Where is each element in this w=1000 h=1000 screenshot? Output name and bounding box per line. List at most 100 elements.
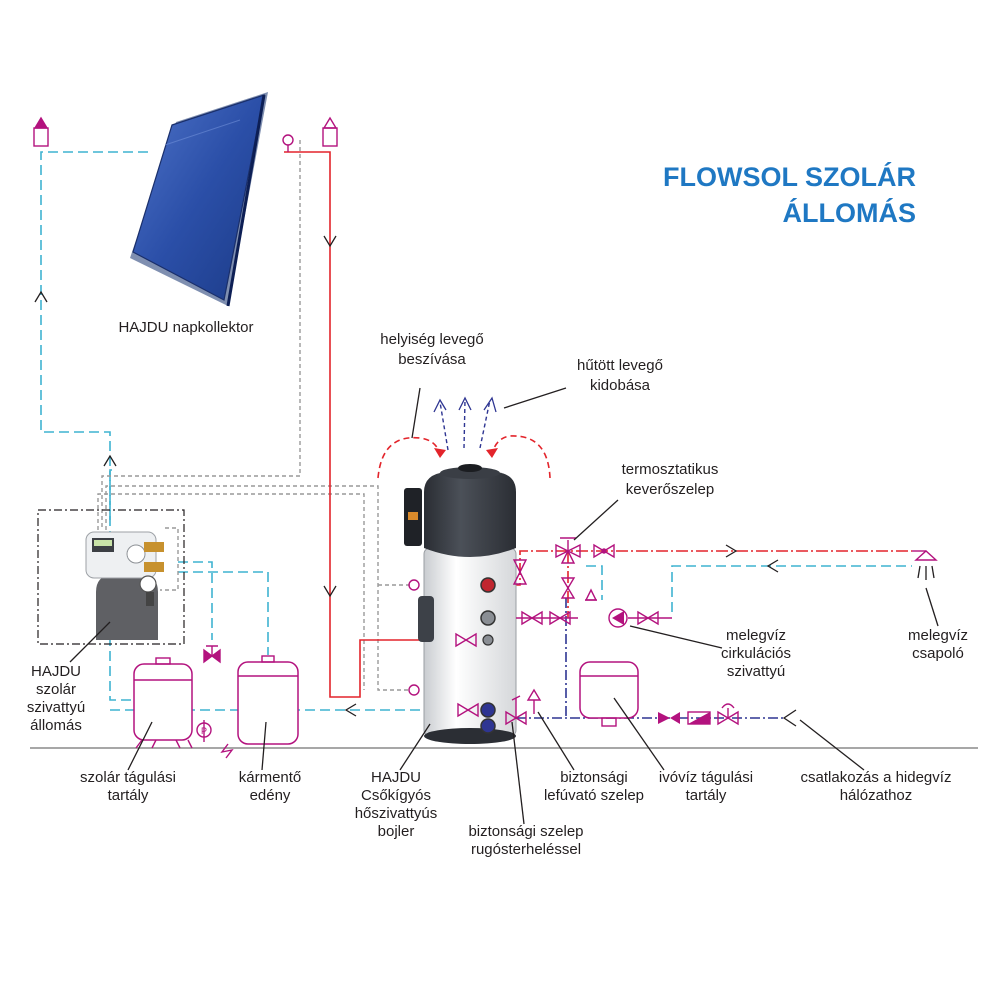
solar-exp-label: tartály [108,787,149,804]
ball-valve-icon [593,543,615,559]
leader-sludge [261,721,267,771]
tap-label: melegvíz [908,627,968,644]
arrowhead [458,396,472,411]
safety-valve-label: rugósterheléssel [471,841,581,858]
sludge-label: kármentő [239,769,302,786]
non-return-valve-icon [658,712,680,724]
hot-water-pipe [490,550,912,586]
leader-air-out [503,387,567,409]
solar-expansion-tank [133,657,193,749]
flow-arrow-left-icon [344,703,357,717]
flow-arrow-down-icon [323,585,337,598]
circ-pump-label: melegvíz [726,627,786,644]
circulation-pump-icon [608,608,628,628]
solar-collector [130,92,268,307]
flow-arrow-right-icon [725,544,738,558]
air-intake-arrow-left-icon [377,436,441,479]
sensor-cable-collector [101,140,301,530]
flow-arrow-left-icon [782,709,797,727]
leader-station [69,621,111,663]
sensor-icon [282,134,294,152]
blow-off-valve-icon [526,688,542,714]
sensor-cable-boiler-4 [160,527,179,591]
blowoff-label: lefúvató szelep [544,787,644,804]
drink-exp-label: ivóvíz tágulási [659,769,753,786]
sludge-vessel [237,655,299,745]
mixing-valve-label: termosztatikus [622,461,719,478]
air-vent-icon [322,116,338,147]
vertical-valve-icon [560,577,576,599]
leader-air-in [411,387,421,439]
valve-icon [457,702,479,718]
check-valve-icon [512,559,528,585]
air-in-label: beszívása [398,351,466,368]
diagram-title-line2: ÁLLOMÁS [783,197,916,228]
mixing-valve-label: keverőszelep [626,481,714,498]
flow-arrow-up-icon [34,290,48,303]
pressure-gauge-icon: P [196,720,212,742]
air-in-label: helyiség levegő [380,331,483,348]
boiler-label: bojler [378,823,415,840]
arrowhead [433,398,447,413]
collector-label: HAJDU napkollektor [118,319,253,336]
drinking-expansion-tank [579,661,639,727]
cold-conn-label: csatlakozás a hidegvíz [801,769,952,786]
flow-arrow-down-icon [323,235,337,248]
circulation-cyan-pipe [586,565,603,600]
flow-arrow-up-icon [103,454,117,467]
stop-valve-icon [717,703,739,726]
hot-return-cyan-pipe [671,565,912,612]
boiler-label: HAJDU [371,769,421,786]
arrowhead [483,396,497,413]
diagram-title-line1: FLOWSOL SZOLÁR [663,161,916,192]
cold-air-outlet-arrows-icon [439,399,491,451]
station-label: szolár [36,681,76,698]
drink-exp-label: tartály [686,787,727,804]
station-frame [37,509,185,645]
station-label: HAJDU [31,663,81,680]
valve-icon [203,645,221,664]
circ-pump-label: cirkulációs [721,645,791,662]
leader-circ-pump [629,625,723,649]
solar-hot-pipe [284,151,480,698]
solar-cyan-pipe-station [109,469,112,520]
solar-cyan-pipe-collector [40,151,148,701]
air-out-label: hűtött levegő [577,357,663,374]
circ-pump-label: szivattyú [727,663,785,680]
sensor-cable-boiler [105,485,410,691]
blowoff-label: biztonsági [560,769,628,786]
station-label: állomás [30,717,82,734]
air-out-label: kidobása [590,377,651,394]
sensor-cable-boiler-2 [97,493,365,690]
leader-safety [511,721,525,825]
safety-valve-icon [505,695,527,726]
leader-tap [925,587,939,627]
mixing-valve-icon [555,537,581,564]
air-intake-arrow-right-icon [491,435,551,479]
check-valve-vertical-icon [584,588,598,601]
leader-blowoff [537,711,575,771]
boiler-label: hőszivattyús [355,805,438,822]
solar-pump-station [85,531,164,640]
hot-water-tap-icon [912,550,938,580]
leader-mixing-valve [573,499,619,541]
svg-text:P: P [201,726,207,736]
solar-exp-label: szolár tágulási [80,769,176,786]
cold-conn-label: hálózathoz [840,787,913,804]
pressure-reducer-icon [687,711,711,725]
sludge-label: edény [250,787,291,804]
flow-arrow-left-icon [766,559,779,573]
solar-cyan-pipe-sludge [178,571,269,655]
leader-boiler [399,723,431,771]
boiler-label: Csőkígyós [361,787,431,804]
air-vent-icon [33,116,49,147]
solar-cyan-pipe-coil [178,561,213,640]
leader-drink-exp [613,697,665,771]
tap-label: csapoló [912,645,964,662]
valve-icon [455,632,477,648]
safety-valve-label: biztonsági szelep [468,823,583,840]
leader-cold-conn [799,719,865,771]
station-label: szivattyú [27,699,85,716]
drain-mark [220,743,234,759]
